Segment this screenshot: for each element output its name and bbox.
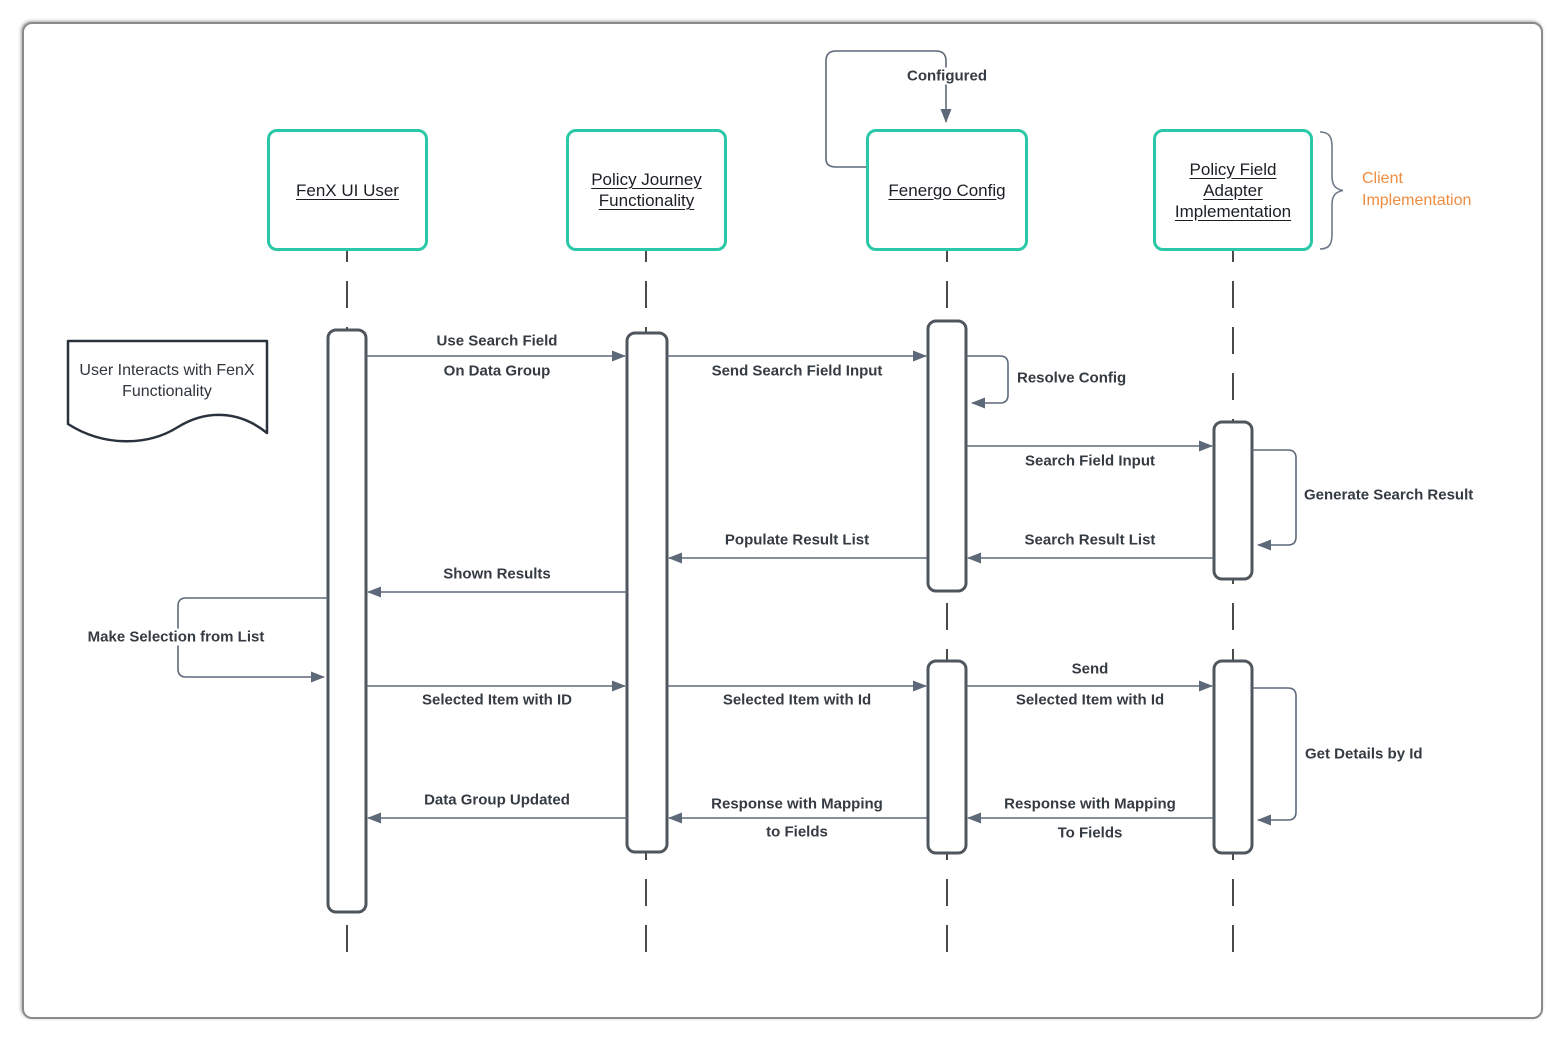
msg-label-selected-item-with-id-user: Selected Item with ID xyxy=(421,691,573,709)
msg-label-shown-results: Shown Results xyxy=(443,565,551,583)
msg-label-search-result-list: Search Result List xyxy=(1024,531,1156,549)
msg-label-resolve-config: Resolve Config xyxy=(1017,369,1127,387)
msg-get-details-loop xyxy=(1252,687,1297,826)
participant-fenergo-config: Fenergo Config xyxy=(866,129,1028,251)
msg-label-use-search-field-2: On Data Group xyxy=(443,362,551,380)
note-text: User Interacts with FenX Functionality xyxy=(79,362,255,400)
msg-label-make-selection-from-list: Make Selection from List xyxy=(82,628,270,646)
msg-label-selected-item-with-id-journey: Selected Item with Id xyxy=(722,691,872,709)
activation-policy-field-adapter-2 xyxy=(1212,659,1254,855)
activation-policy-field-adapter-1 xyxy=(1212,420,1254,581)
msg-label-response-mapping-config-2: to Fields xyxy=(766,823,828,841)
msg-resolve-config-loop xyxy=(966,355,1009,409)
participant-fenx-ui-user: FenX UI User xyxy=(267,129,428,251)
note-shape xyxy=(66,339,269,443)
activation-policy-journey xyxy=(625,331,669,854)
msg-label-generate-search-result: Generate Search Result xyxy=(1304,486,1474,504)
msg-label-response-mapping-adapter-1: Response with Mapping xyxy=(1004,795,1176,813)
participant-policy-field-adapter-implementation: Policy Field Adapter Implementation xyxy=(1153,129,1313,251)
activation-fenx-ui-user xyxy=(326,328,368,914)
configured-self-loop xyxy=(825,50,952,168)
participant-policy-journey-functionality: Policy Journey Functionality xyxy=(566,129,727,251)
msg-generate-search-result-loop xyxy=(1252,449,1297,551)
msg-label-data-group-updated: Data Group Updated xyxy=(424,791,570,809)
activation-fenergo-config-1 xyxy=(926,319,968,593)
client-implementation-brace xyxy=(1319,131,1344,250)
msg-label-send-search-field-input: Send Search Field Input xyxy=(711,362,883,380)
participant-label: Policy Journey Functionality xyxy=(591,170,702,210)
activation-fenergo-config-2 xyxy=(926,659,968,855)
msg-label-response-mapping-adapter-2: To Fields xyxy=(1057,824,1123,842)
msg-label-populate-result-list: Populate Result List xyxy=(724,531,870,549)
participant-label: Fenergo Config xyxy=(888,180,1006,200)
msg-label-send-selected-item-1: Send xyxy=(1071,660,1109,678)
msg-label-response-mapping-config-1: Response with Mapping xyxy=(711,795,883,813)
msg-label-get-details-by-id: Get Details by Id xyxy=(1305,745,1423,763)
msg-label-send-selected-item-2: Selected Item with Id xyxy=(1015,691,1165,709)
participant-label: Policy Field Adapter Implementation xyxy=(1174,159,1292,221)
msg-label-use-search-field-1: Use Search Field xyxy=(436,332,558,350)
msg-label-search-field-input: Search Field Input xyxy=(1024,452,1156,470)
msg-label-configured: Configured xyxy=(902,67,992,85)
participant-label: FenX UI User xyxy=(296,180,399,200)
client-implementation-label: Client Implementation xyxy=(1362,170,1472,209)
